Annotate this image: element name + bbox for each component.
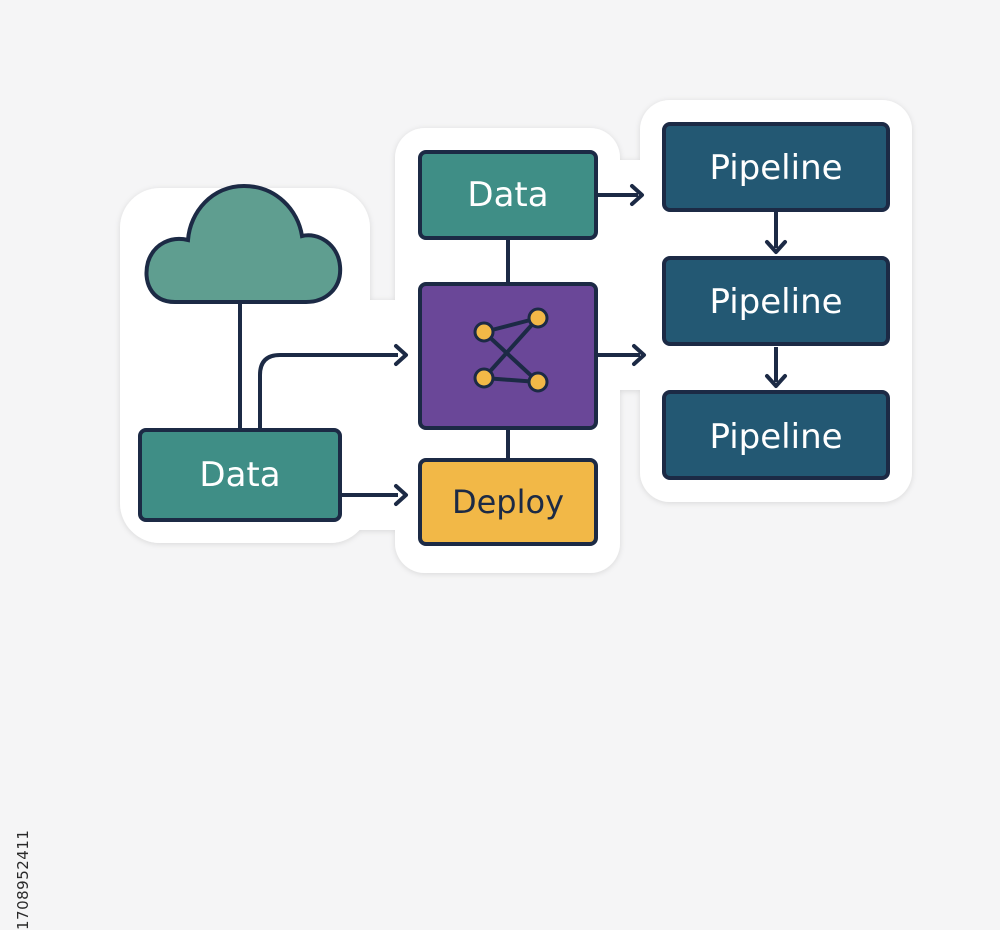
deploy-node[interactable]: Deploy: [418, 458, 598, 546]
connectors: [238, 193, 778, 497]
data-node-top-label: Data: [467, 175, 548, 215]
stock-id-text: 1708952411: [14, 829, 32, 930]
pipeline-node-2[interactable]: Pipeline: [662, 256, 890, 346]
data-node-left-box: [138, 428, 342, 522]
pipeline-node-3-box: [662, 390, 890, 480]
cloud-node: [144, 183, 343, 304]
arrow-head-deploy-in: [394, 484, 408, 506]
pipeline-node-1[interactable]: Pipeline: [662, 122, 890, 212]
pipeline-node-2-label: Pipeline: [709, 282, 842, 322]
connector-data-to-hub: [258, 353, 398, 430]
cloud-icon: [144, 183, 343, 304]
arrow-head-pipeline-2-in: [765, 240, 787, 254]
pipeline-node-1-label: Pipeline: [709, 148, 842, 188]
hub-node[interactable]: [418, 282, 598, 430]
deploy-node-label: Deploy: [452, 483, 564, 521]
pipeline-node-3-label: Pipeline: [709, 417, 842, 457]
arrow-heads: [394, 184, 787, 506]
pipeline-node-3[interactable]: Pipeline: [662, 390, 890, 480]
pipeline-diagram: Data Data Deploy P: [120, 100, 912, 573]
data-node-top[interactable]: Data: [418, 150, 598, 240]
data-node-left-label: Data: [199, 455, 280, 495]
pipeline-node-1-box: [662, 122, 890, 212]
arrow-head-pipeline-3-in: [765, 374, 787, 388]
arrow-head-pipeline-1-in: [630, 184, 644, 206]
arrow-head-hub-in: [394, 344, 408, 366]
pipeline-node-2-box: [662, 256, 890, 346]
stock-id-watermark: 1708952411: [4, 320, 34, 930]
data-node-top-box: [418, 150, 598, 240]
arrow-head-hub-out: [632, 344, 646, 366]
network-icon: [473, 307, 549, 393]
data-node-left[interactable]: Data: [138, 428, 342, 522]
deploy-node-box: [418, 458, 598, 546]
